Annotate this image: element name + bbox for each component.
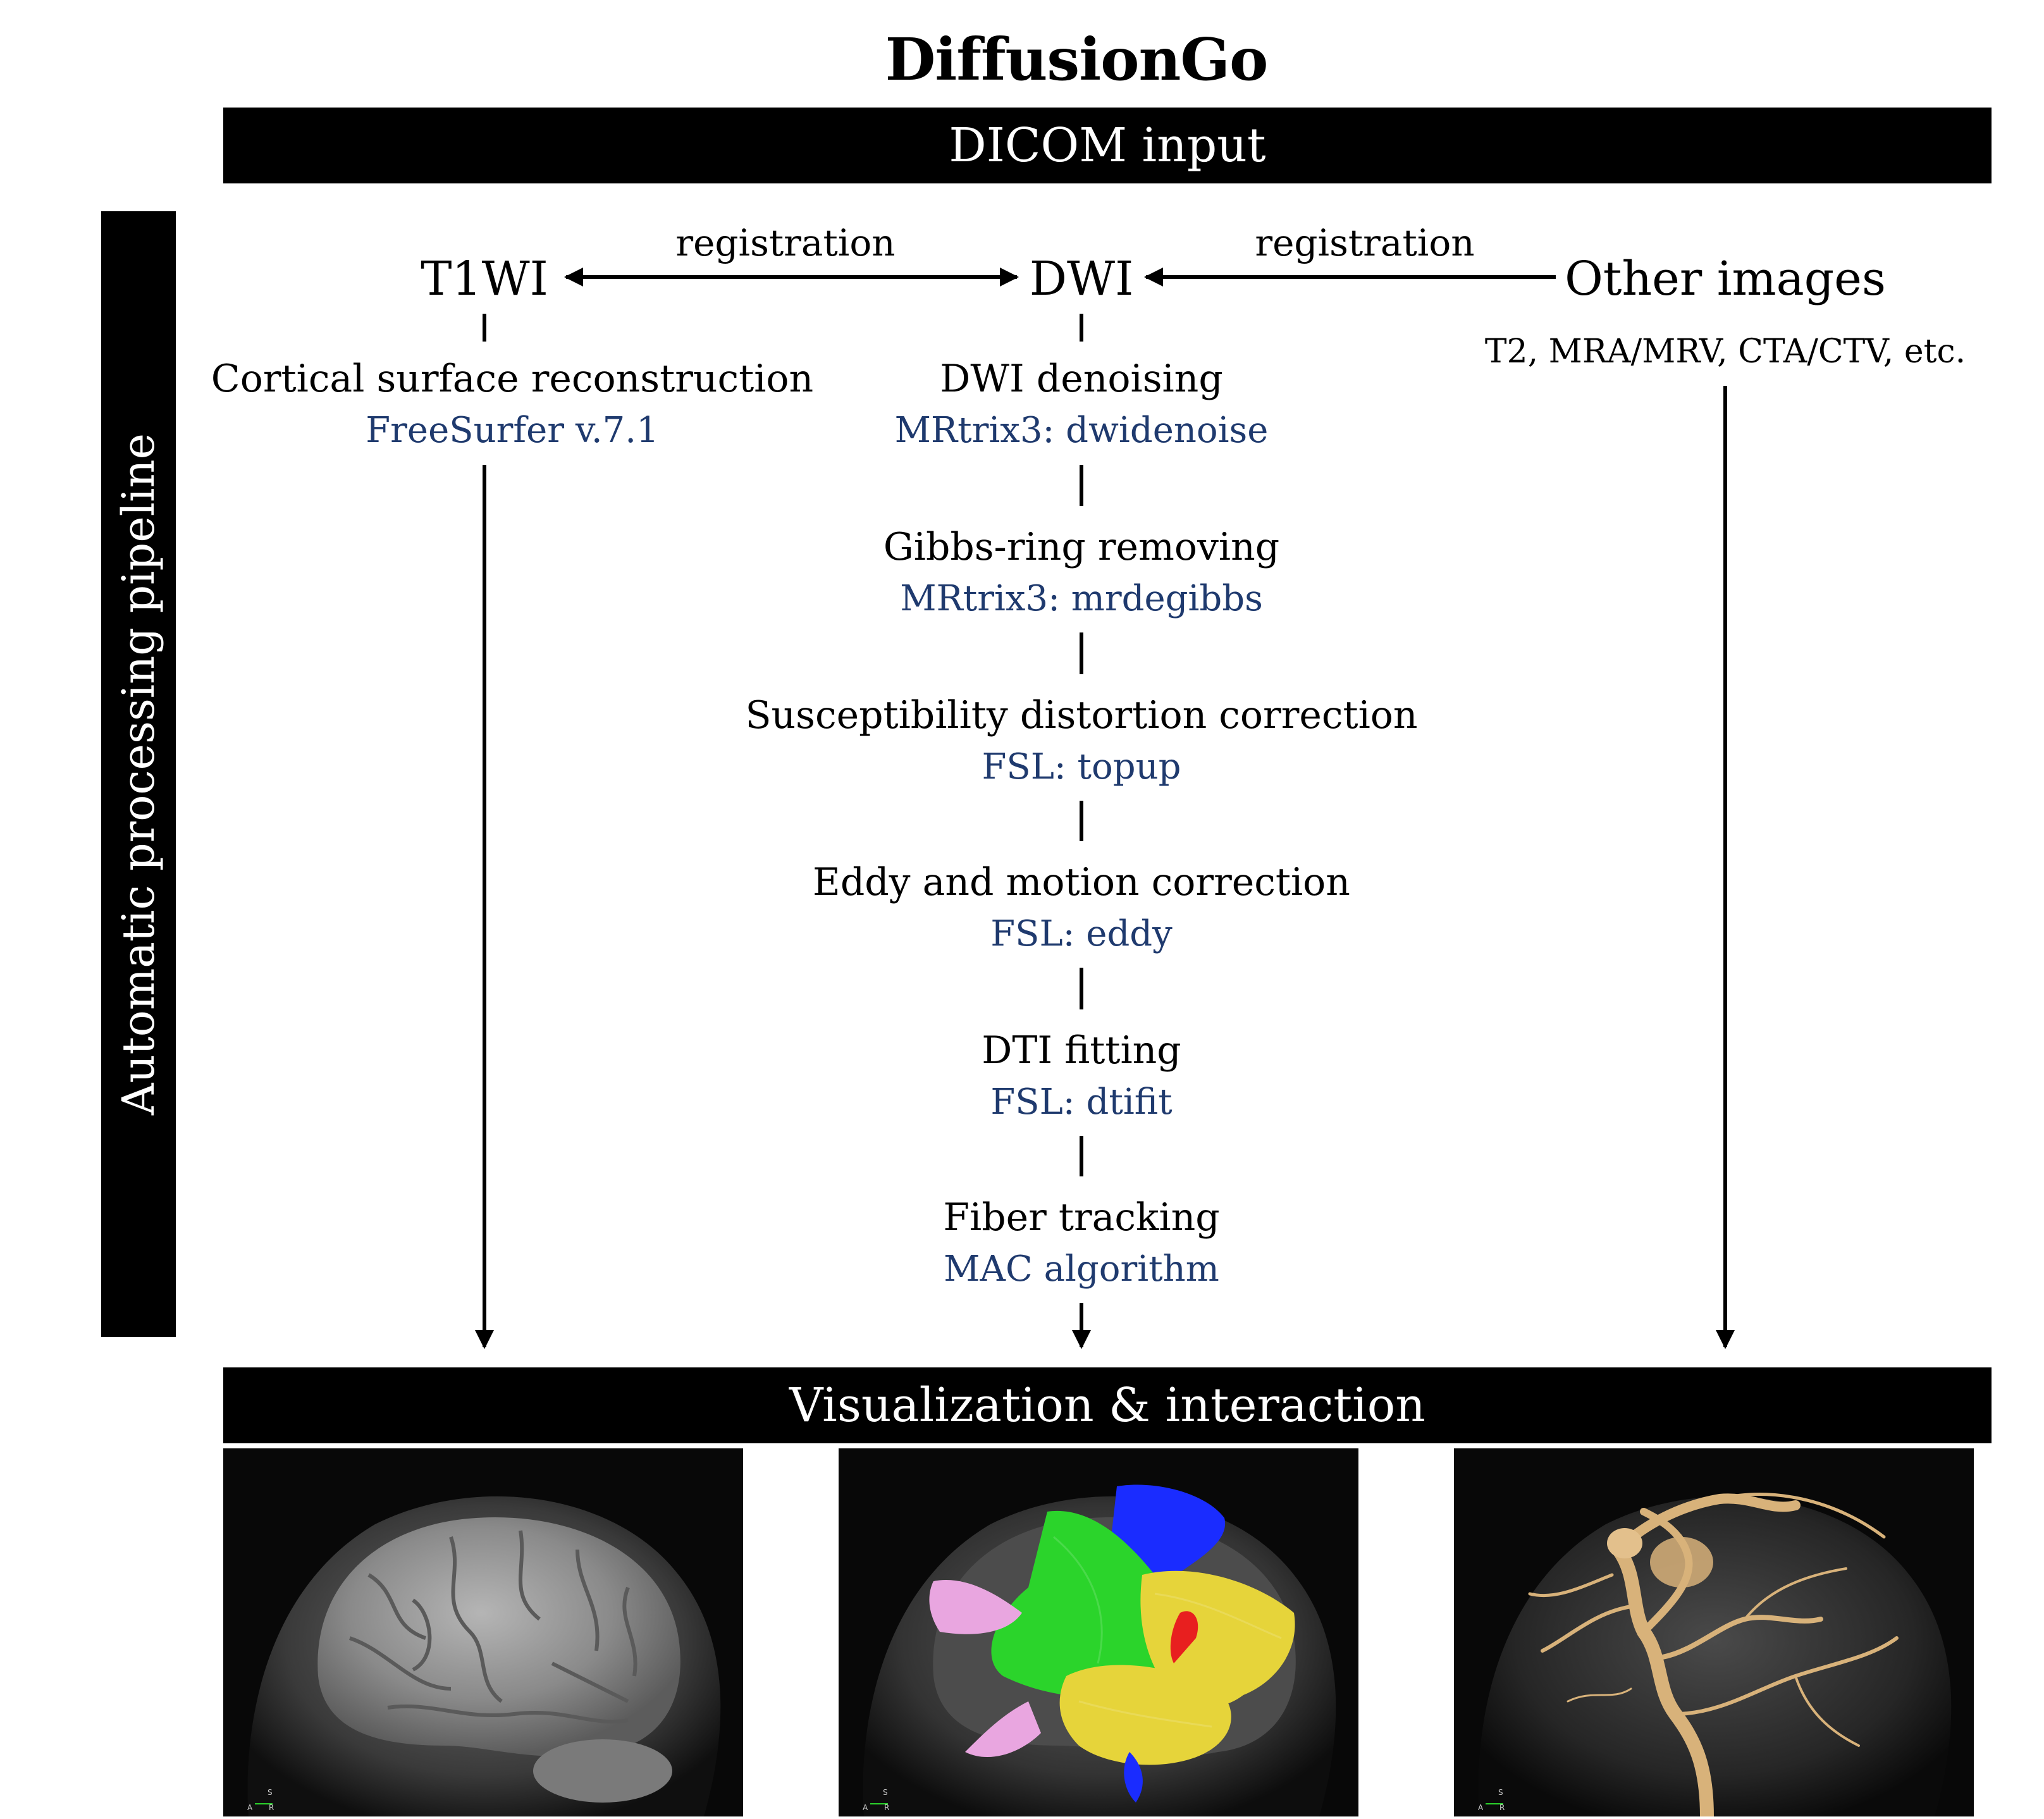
pipeline-side-banner: Automatic processing pipeline [101, 211, 176, 1337]
fiber-tracking-render: S A R [839, 1448, 1358, 1816]
visualization-label: Visualization & interaction [789, 1378, 1425, 1433]
dwi-step-6-tool: MAC algorithm [944, 1249, 1219, 1290]
orientation-r: R [269, 1803, 274, 1812]
dwi-step-3-tool: FSL: topup [982, 746, 1181, 787]
dicom-input-label: DICOM input [949, 118, 1266, 173]
t1-step-tool: FreeSurfer v.7.1 [366, 410, 659, 451]
visualization-banner: Visualization & interaction [223, 1367, 1992, 1443]
svg-text:S: S [1498, 1788, 1503, 1797]
other-images-node: Other images [1565, 252, 1886, 306]
svg-text:A: A [863, 1803, 868, 1812]
t1wi-node: T1WI [421, 252, 548, 306]
dwi-step-5-name: DTI fitting [982, 1028, 1181, 1073]
dwi-node: DWI [1029, 252, 1134, 306]
t1-step-name: Cortical surface reconstruction [211, 357, 814, 401]
svg-text:A: A [1478, 1803, 1484, 1812]
other-images-examples: T2, MRA/MRV, CTA/CTV, etc. [1484, 333, 1966, 371]
dwi-step-1-name: DWI denoising [940, 357, 1223, 401]
dwi-step-6-name: Fiber tracking [943, 1195, 1220, 1240]
svg-text:R: R [884, 1803, 889, 1812]
dwi-step-2-tool: MRtrix3: mrdegibbs [900, 578, 1263, 619]
vessel-render: S A R [1454, 1448, 1974, 1816]
dwi-step-3-name: Susceptibility distortion correction [745, 693, 1418, 737]
orientation-s: S [268, 1788, 273, 1797]
cortical-surface-render: S A R [223, 1448, 743, 1816]
dwi-step-1-tool: MRtrix3: dwidenoise [894, 410, 1269, 451]
dwi-step-4-name: Eddy and motion correction [813, 860, 1350, 904]
dicom-input-banner: DICOM input [223, 108, 1992, 183]
dwi-step-4-tool: FSL: eddy [990, 913, 1173, 954]
dwi-step-2-name: Gibbs-ring removing [883, 525, 1280, 569]
svg-text:R: R [1499, 1803, 1505, 1812]
registration-label-left: registration [675, 221, 896, 264]
orientation-a: A [247, 1803, 253, 1812]
registration-label-right: registration [1255, 221, 1475, 264]
svg-text:S: S [883, 1788, 888, 1797]
diagram-title: DiffusionGo [885, 25, 1269, 94]
dwi-step-5-tool: FSL: dtifit [990, 1082, 1173, 1123]
